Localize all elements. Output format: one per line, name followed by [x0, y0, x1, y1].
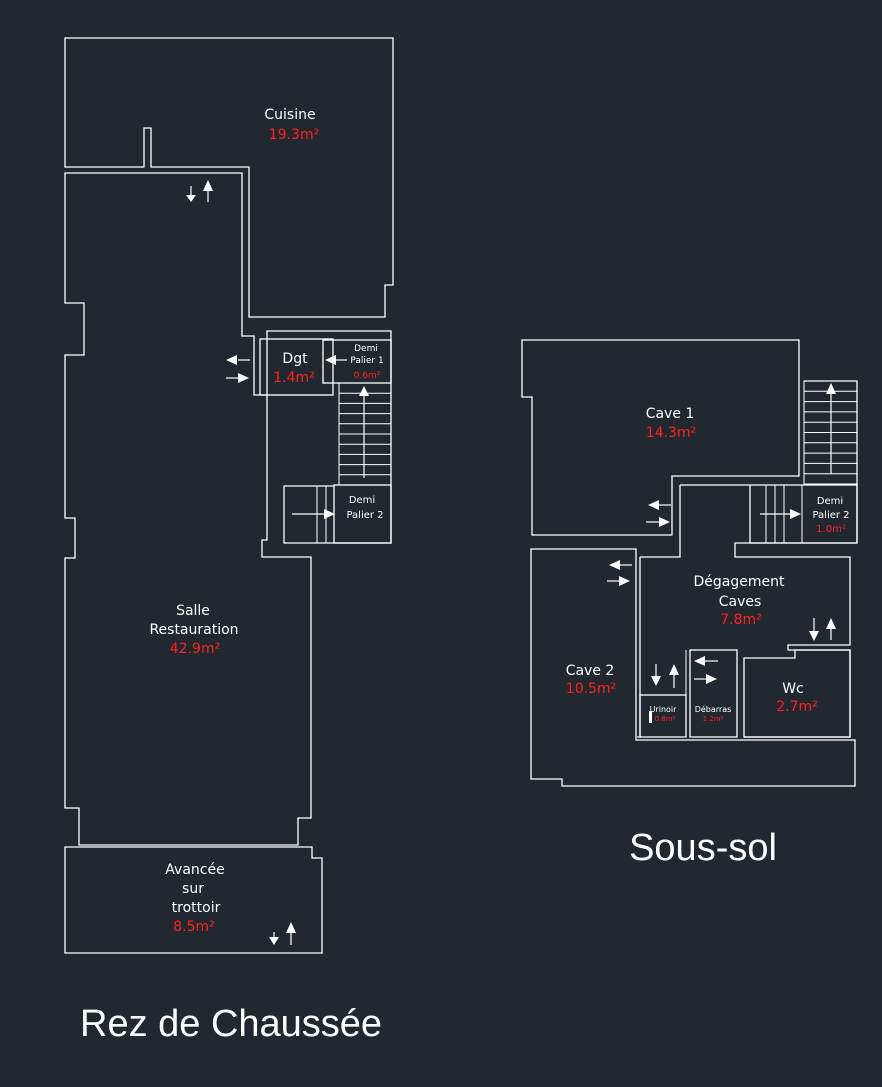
avancee-area: 8.5m² [173, 919, 215, 935]
cave-2-area: 10.5m² [566, 681, 616, 697]
stair-direction-icon [359, 386, 369, 478]
flow-arrow-icon [809, 618, 836, 641]
room-cuisine-outline [64, 37, 394, 318]
cave-1-label: Cave 1 [646, 406, 695, 422]
stair-direction-icon [760, 509, 801, 519]
debarras-label: Débarras [695, 704, 732, 714]
urinoir-fixture [649, 711, 652, 723]
flow-arrow-icon [651, 664, 679, 688]
room-salle-outline [64, 172, 312, 846]
basement-demi-palier-2-area: 1.0m² [816, 524, 846, 535]
salle-label-line2: Restauration [149, 622, 238, 638]
urinoir-label: Urinoir [650, 705, 678, 714]
demi-palier-1-label-line2: Palier 1 [350, 356, 383, 366]
wc-label: Wc [782, 681, 804, 697]
basement-plan: Cave 1 14.3m² Demi Palier 2 1.0m² Dégage… [521, 339, 858, 869]
flow-arrow-icon [186, 180, 213, 202]
demi-palier-2-label-line1: Demi [349, 495, 375, 506]
dgt-label: Dgt [282, 351, 308, 367]
demi-palier-1-area: 0.6m² [354, 371, 381, 381]
dgt-area: 1.4m² [273, 370, 315, 386]
debarras-area: 1.2m² [703, 715, 724, 723]
flow-arrow-icon [325, 355, 347, 365]
urinoir-area: 0.8m² [655, 715, 676, 723]
degagement-label-line1: Dégagement [694, 574, 785, 590]
stair-direction-icon [292, 509, 335, 519]
degagement-label-line2: Caves [719, 594, 762, 610]
flow-arrow-icon [646, 500, 671, 527]
room-avancee-outline [64, 846, 323, 954]
room-debarras-outline [689, 649, 738, 738]
room-wc-outline [743, 649, 851, 738]
demi-palier-2-label-line2: Palier 2 [346, 510, 383, 521]
basement-demi-palier-2-label-line1: Demi [817, 496, 843, 507]
flow-arrow-icon [269, 922, 296, 945]
flow-arrow-icon [694, 656, 718, 684]
room-cave-2-outline [530, 548, 856, 787]
room-dgt-outline [259, 338, 334, 396]
basement-landing-outline [680, 484, 858, 544]
cave-1-area: 14.3m² [646, 425, 696, 441]
avancee-label-line3: trottoir [172, 900, 221, 916]
demi-palier-1-label-line1: Demi [354, 344, 378, 354]
ground-floor-title: Rez de Chaussée [80, 1003, 382, 1045]
degagement-area: 7.8m² [720, 612, 762, 628]
wc-area: 2.7m² [776, 699, 818, 715]
stair-treads-1 [339, 392, 391, 476]
basement-demi-palier-2-label-line2: Palier 2 [812, 510, 849, 521]
salle-label-line1: Salle [176, 603, 210, 619]
salle-area: 42.9m² [170, 641, 220, 657]
room-degagement-outline [637, 485, 681, 738]
flow-arrow-icon [607, 560, 632, 586]
avancee-label-line2: sur [182, 881, 204, 897]
cuisine-label: Cuisine [264, 107, 315, 123]
ground-floor-plan: Cuisine 19.3m² Dgt 1.4m² Demi Palier 1 0… [64, 37, 394, 1045]
cuisine-area: 19.3m² [269, 127, 319, 143]
avancee-label-line1: Avancée [165, 862, 224, 878]
room-cave-1-outline [521, 339, 800, 536]
stair-direction-icon [826, 383, 836, 474]
flow-arrow-icon [226, 355, 250, 383]
cave-2-label: Cave 2 [566, 663, 615, 679]
basement-title: Sous-sol [629, 827, 777, 869]
